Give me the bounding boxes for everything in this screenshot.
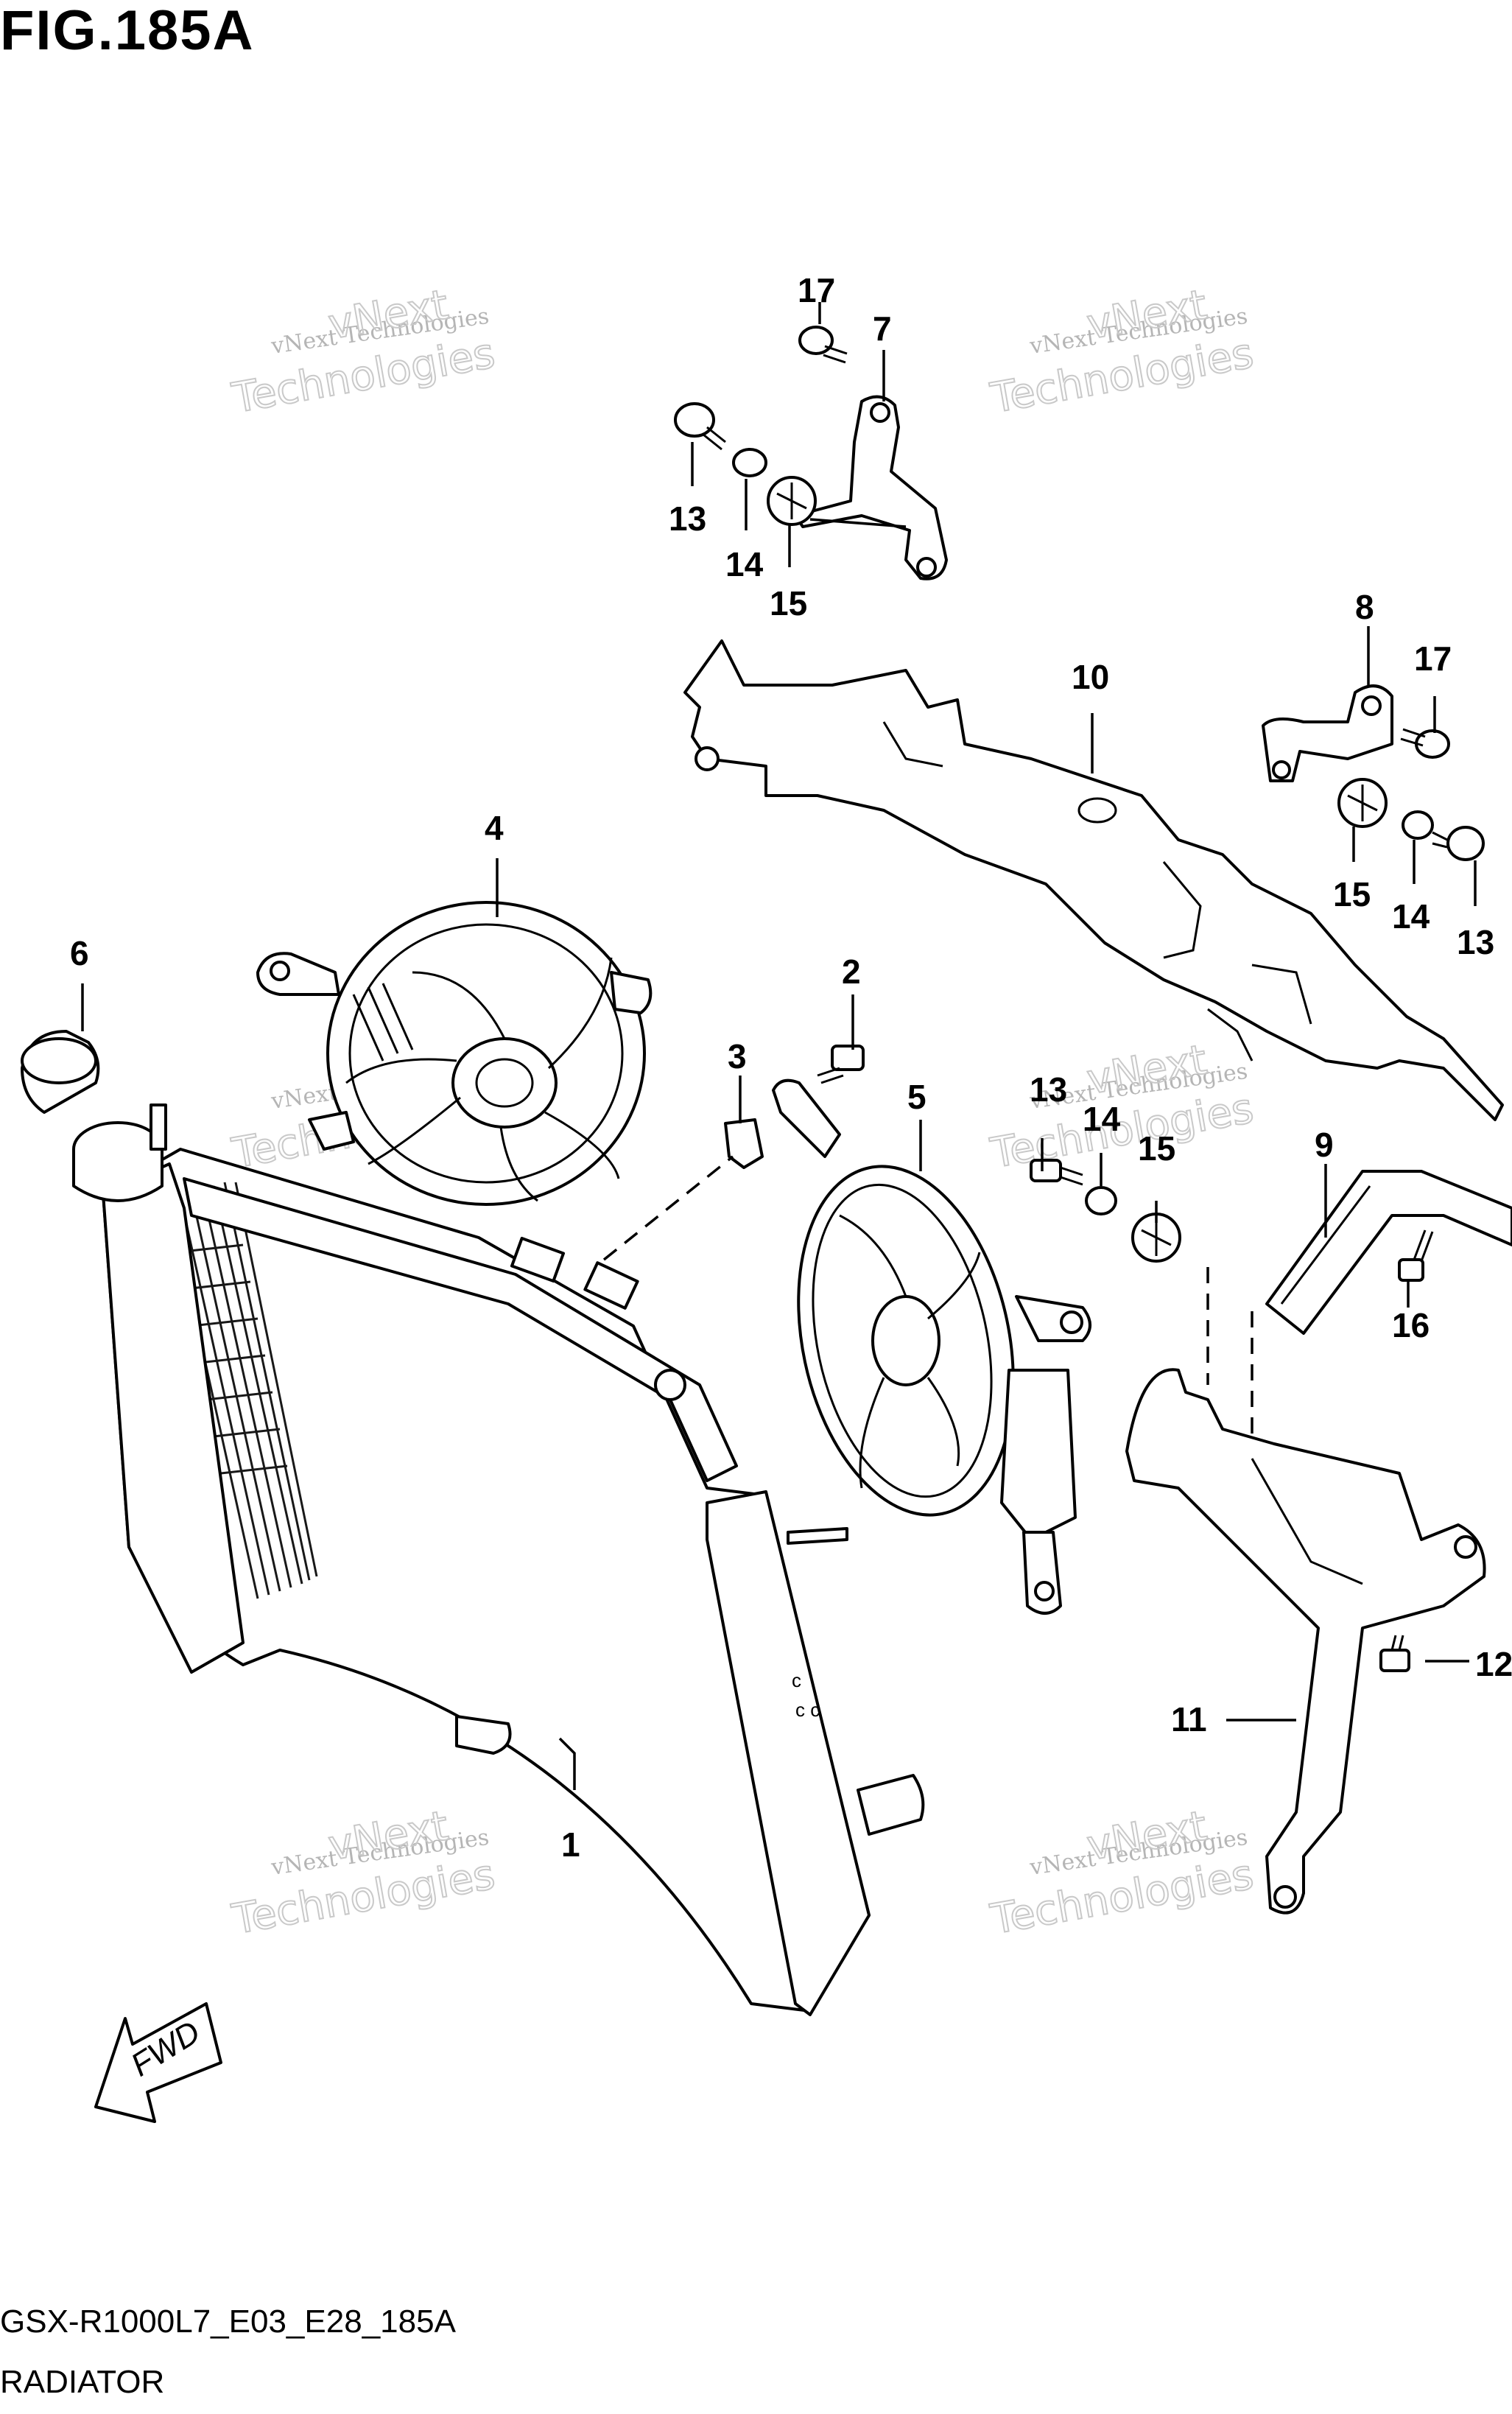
part-bracket-upper-right[interactable] [1262,684,1393,782]
callout-17-right: 17 [1414,639,1452,678]
callout-13-middle: 13 [1030,1070,1067,1109]
callout-3: 3 [728,1037,747,1076]
svg-text:c c: c c [795,1699,820,1721]
part-bracket-strip[interactable] [1265,1170,1512,1335]
watermark-bottom-right: vNext Technologies Technologies vNext [986,1801,1258,1945]
figure-name: RADIATOR [0,2364,165,2400]
fwd-arrow: FWD [94,2002,222,2123]
callout-labels: 1 2 3 4 5 6 7 8 9 10 11 12 13 13 13 14 1… [70,271,1512,1864]
callout-2: 2 [842,952,861,991]
part-bracket-upper[interactable] [794,395,948,580]
callout-17-top: 17 [798,271,835,309]
callout-15-top: 15 [770,584,807,622]
svg-text:vNext: vNext [1083,1802,1210,1870]
watermark-top-right: vNext Technologies Technologies vNext [986,280,1258,424]
callout-10: 10 [1072,658,1109,696]
callout-5: 5 [907,1078,926,1116]
fastener-group-top[interactable] [674,326,848,526]
figure-title: FIG.185A [0,0,255,62]
fastener-group-right[interactable] [1337,728,1485,861]
part-bolt-16[interactable] [1398,1229,1434,1282]
part-bracket-lower[interactable] [1125,1368,1486,1915]
callout-15-right: 15 [1333,875,1371,913]
callout-13-top: 13 [669,499,706,538]
callout-16: 16 [1392,1306,1430,1344]
callout-9: 9 [1315,1126,1334,1164]
callout-8: 8 [1355,588,1374,626]
part-clip[interactable] [724,1118,764,1169]
callout-4: 4 [485,809,504,847]
callout-14-right: 14 [1392,897,1430,936]
callout-15-middle: 15 [1138,1129,1175,1168]
callout-14-middle: 14 [1083,1100,1121,1138]
watermark-bottom-left: vNext Technologies Technologies vNext [228,1801,499,1945]
watermark-mid-right: vNext Technologies Technologies vNext [986,1035,1258,1179]
leader-lines [81,302,1477,1790]
svg-text:c: c [792,1669,801,1691]
callout-13-right: 13 [1457,923,1494,961]
svg-text:vNext: vNext [325,1802,451,1870]
part-bolt-2[interactable] [817,1045,865,1084]
svg-text:vNext: vNext [1083,281,1210,348]
part-cooling-fan-upper[interactable] [256,901,653,1206]
callout-1: 1 [561,1825,580,1864]
callout-11: 11 [1171,1700,1207,1738]
part-air-guide-shroud[interactable] [683,639,1504,1121]
figure-code: GSX-R1000L7_E03_E28_185A [0,2304,456,2340]
callout-12: 12 [1475,1645,1512,1683]
callout-6: 6 [70,934,89,972]
svg-text:vNext: vNext [325,281,451,348]
fastener-group-middle[interactable] [1030,1159,1181,1263]
callout-14-top: 14 [725,545,764,583]
part-radiator-cap[interactable] [21,1030,100,1114]
watermark-top-left: vNext Technologies Technologies vNext [228,280,499,424]
part-radiator[interactable]: c c c [72,1104,925,2016]
callout-7: 7 [873,309,892,348]
svg-text:vNext: vNext [1083,1036,1210,1104]
part-cooling-fan-lower[interactable] [768,1078,1091,1615]
part-bolt-12[interactable] [1379,1635,1410,1672]
